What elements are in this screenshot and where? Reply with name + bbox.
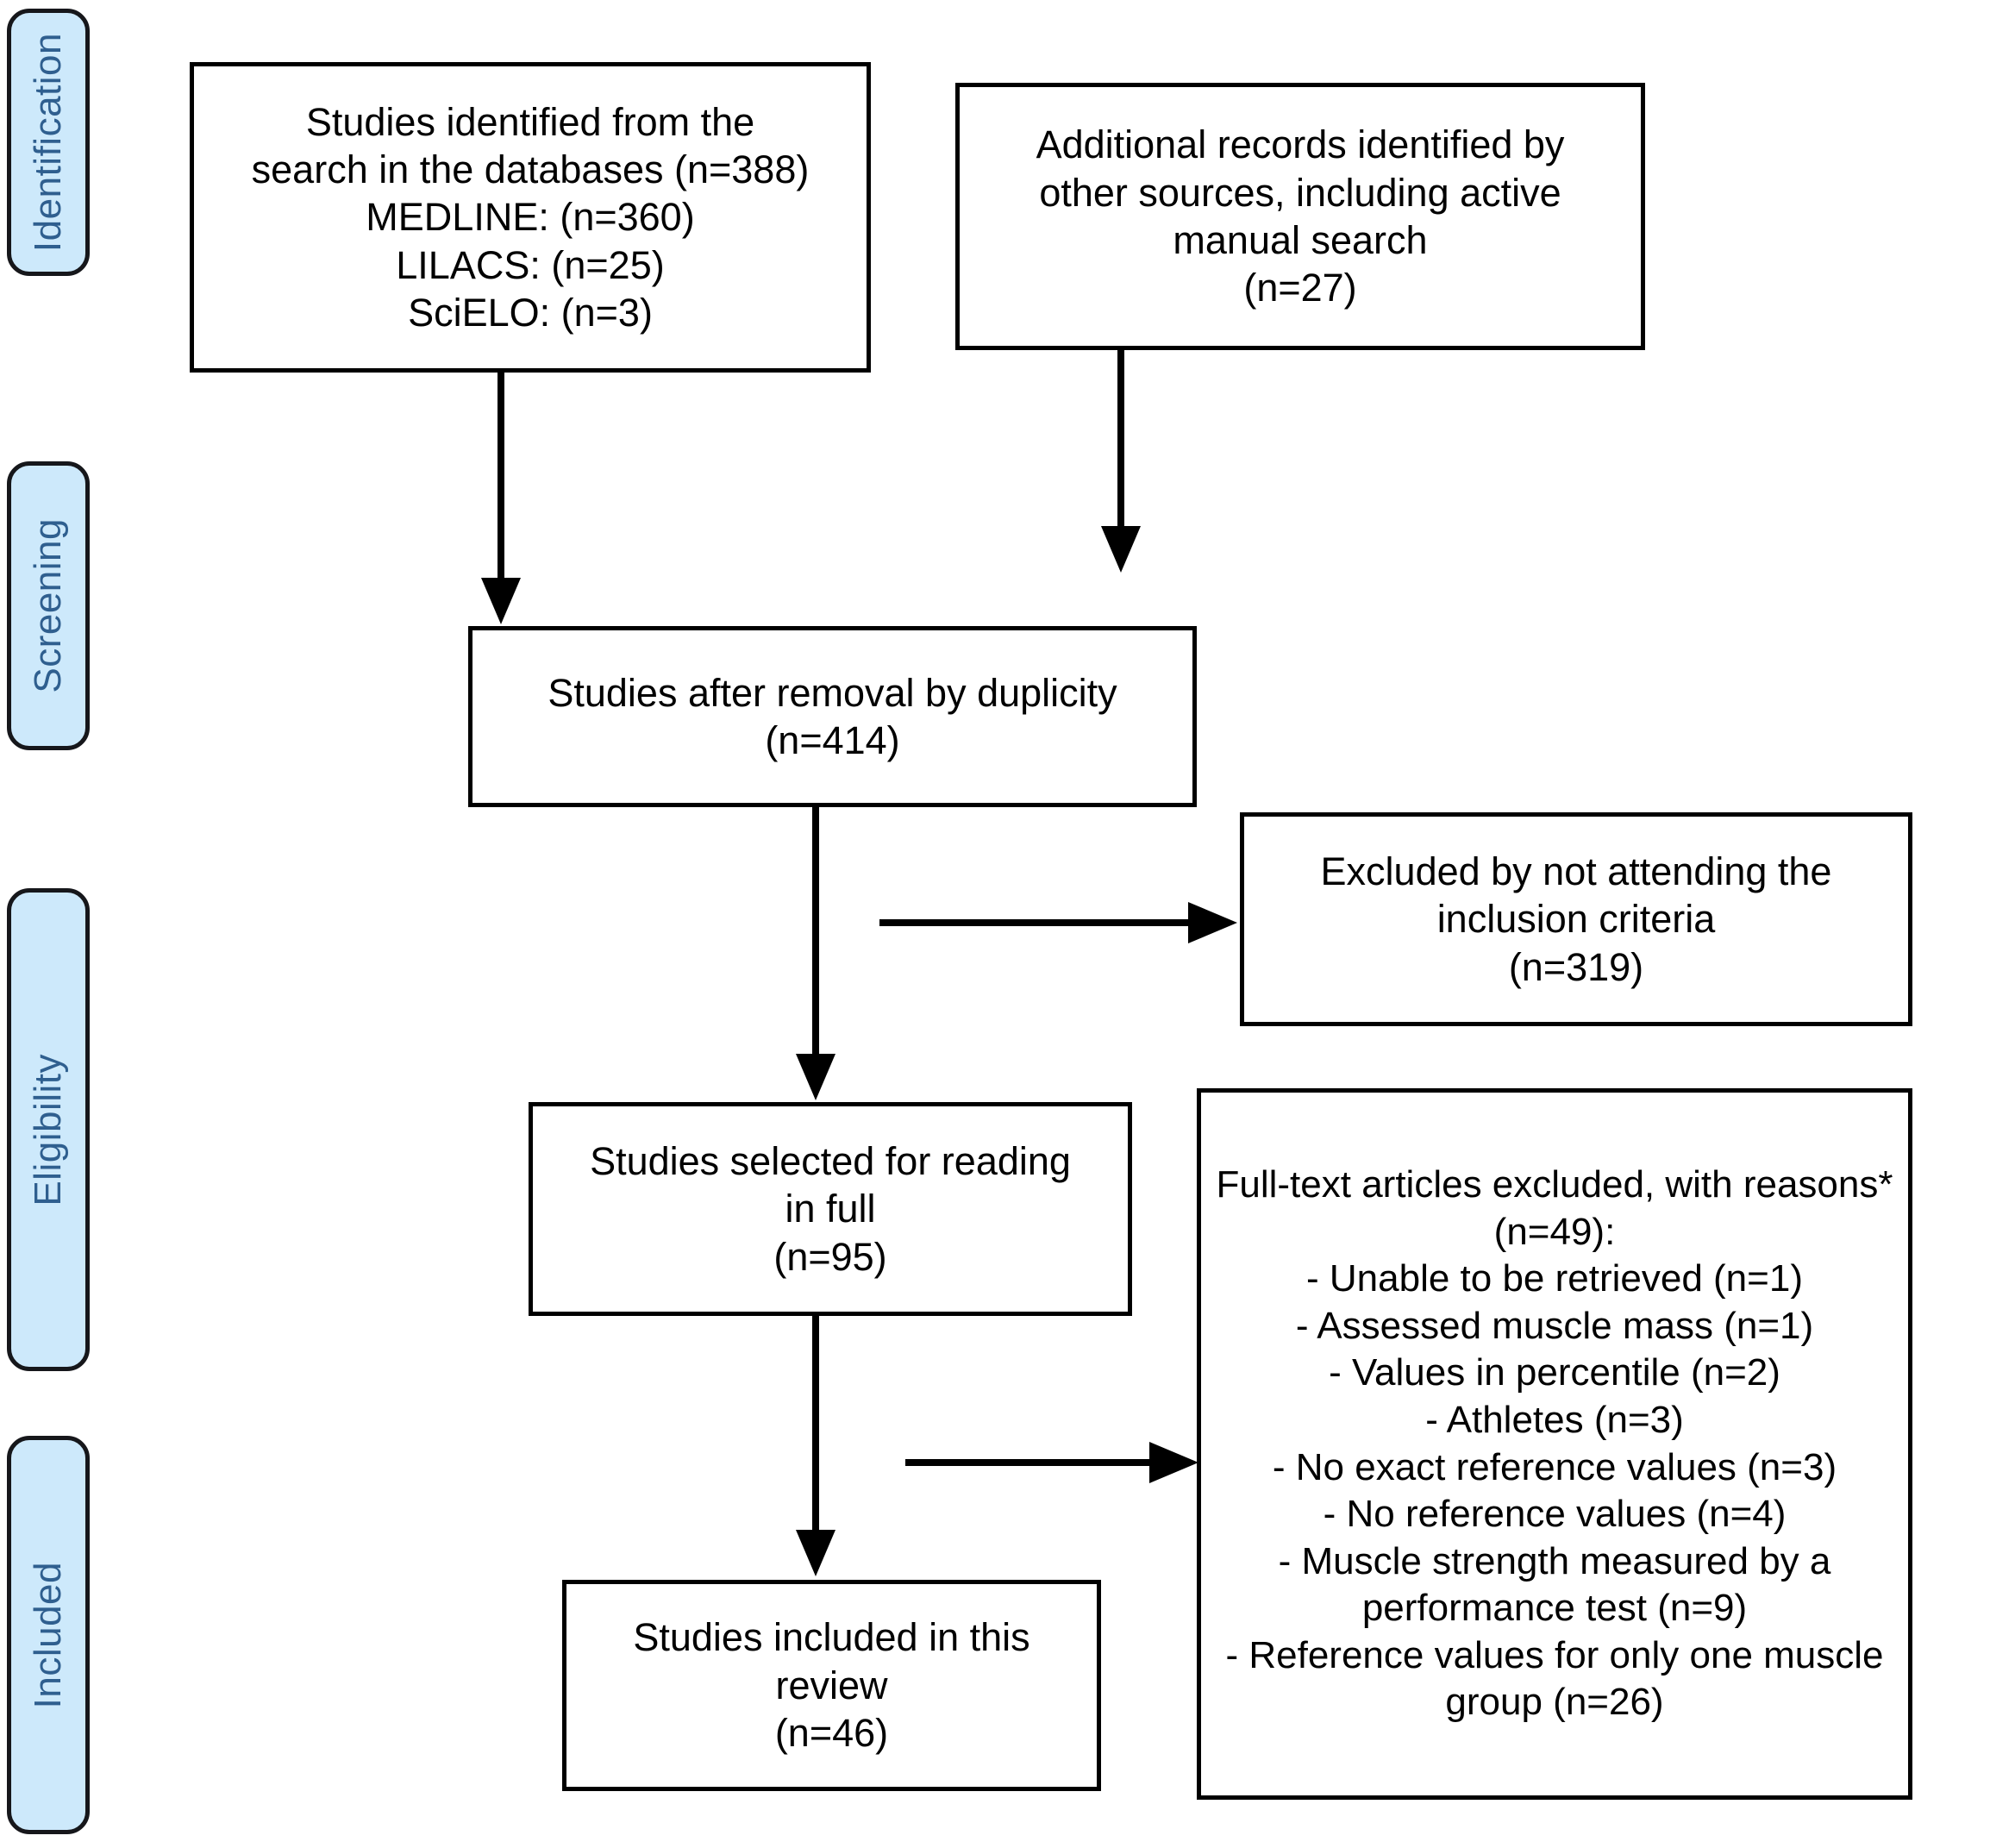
box-studies-identified-databases-text: Studies identified from the search in th… [251,99,810,335]
arrow-selected-to-included [794,1316,837,1585]
stage-tab-identification: Identification [7,9,90,276]
box-excluded-inclusion-criteria-text: Excluded by not attending the inclusion … [1320,849,1832,989]
box-studies-after-duplicates: Studies after removal by duplicity (n=41… [468,626,1197,807]
arrow-duplicates-to-selected [794,807,837,1107]
stage-label-eligibility: Eligibility [27,1053,69,1206]
box-studies-identified-databases: Studies identified from the search in th… [190,62,871,373]
stage-tab-included: Included [7,1436,90,1834]
box-studies-included-review-text: Studies included in this review (n=46) [633,1615,1030,1756]
box-excluded-inclusion-criteria: Excluded by not attending the inclusion … [1240,812,1912,1026]
arrow-additional-to-duplicates [1099,350,1142,609]
stage-tab-eligibility: Eligibility [7,888,90,1371]
box-fulltext-articles-excluded-text: Full-text articles excluded, with reason… [1216,1163,1893,1724]
box-studies-selected-full-reading: Studies selected for reading in full (n=… [529,1102,1132,1316]
stage-label-screening: Screening [27,518,69,693]
box-fulltext-articles-excluded: Full-text articles excluded, with reason… [1197,1088,1912,1800]
arrow-eligibility-excluded [905,1437,1203,1488]
stage-label-included: Included [27,1561,69,1709]
arrow-screening-excluded [879,897,1242,949]
arrow-identified-to-duplicates [479,373,523,631]
box-studies-after-duplicates-text: Studies after removal by duplicity (n=41… [548,670,1117,762]
stage-tab-screening: Screening [7,461,90,750]
box-additional-records-text: Additional records identified by other s… [1036,122,1565,310]
box-additional-records: Additional records identified by other s… [955,83,1645,350]
box-studies-included-review: Studies included in this review (n=46) [562,1580,1101,1791]
box-studies-selected-full-reading-text: Studies selected for reading in full (n=… [590,1138,1071,1279]
stage-label-identification: Identification [27,32,69,253]
